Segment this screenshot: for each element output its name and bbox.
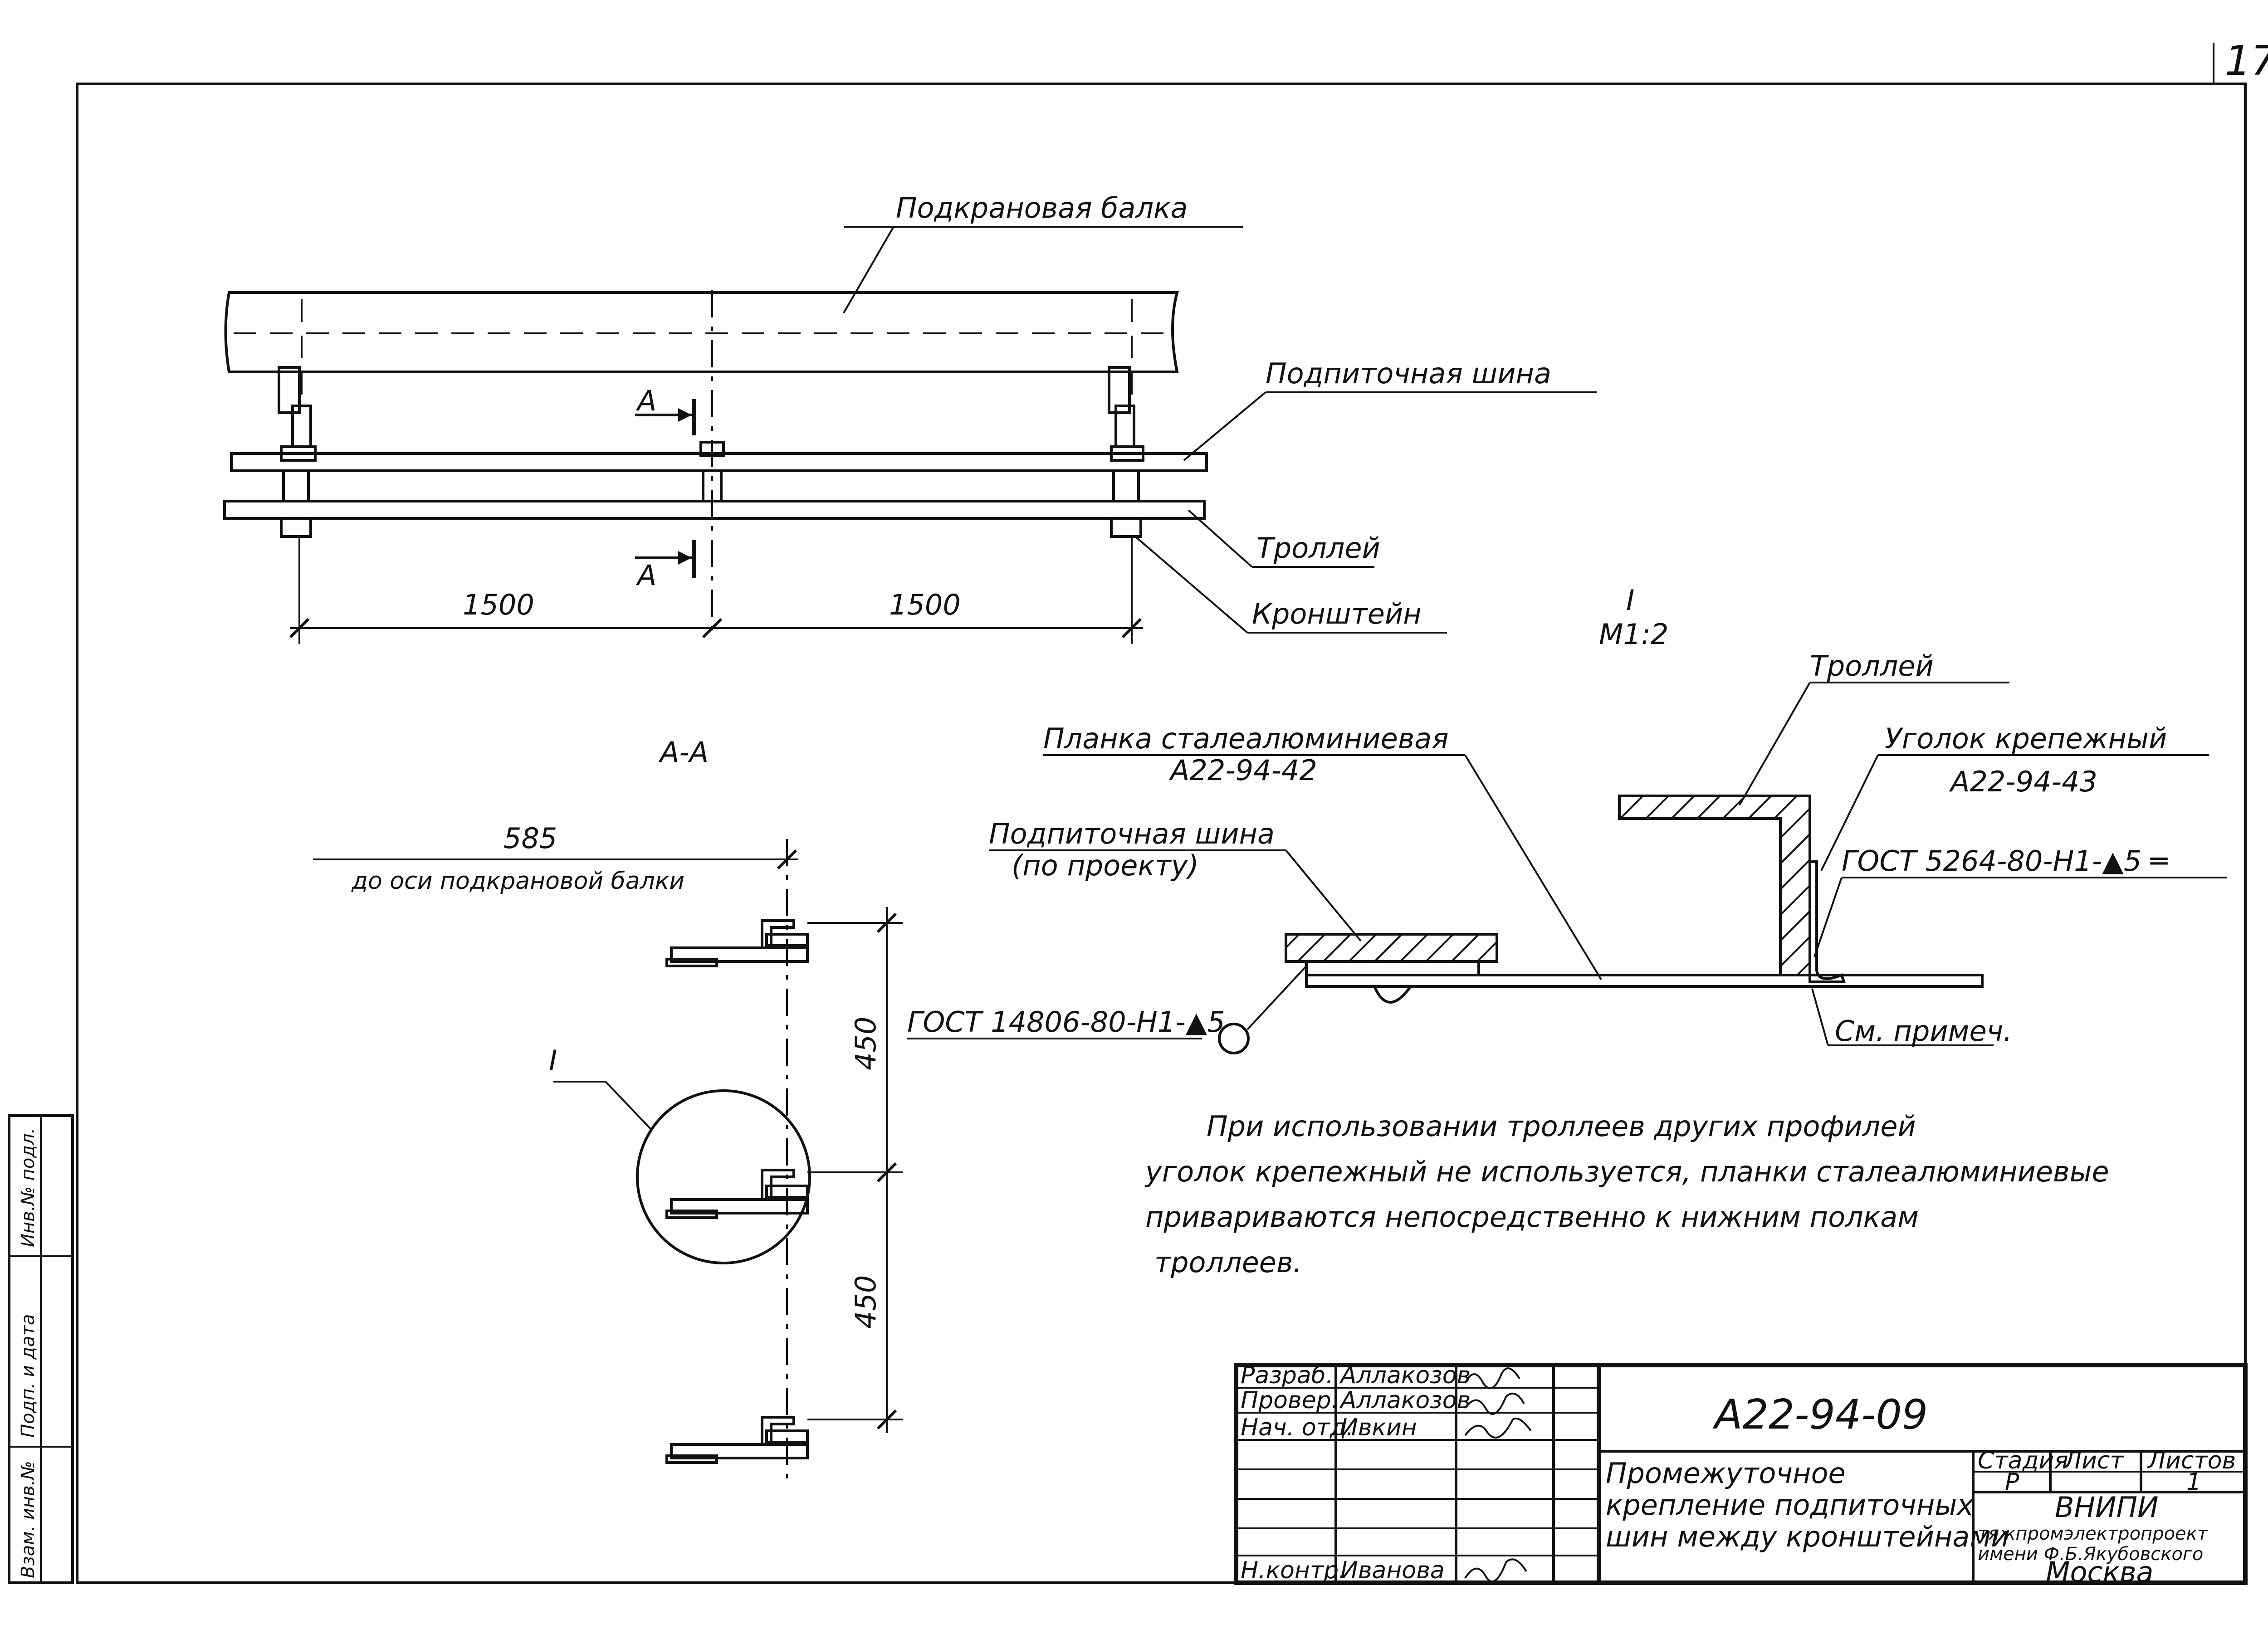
detail-feed-bus-note: (по проекту): [1012, 849, 1199, 882]
sheet-frame: [76, 83, 2247, 1584]
profile-top: [665, 919, 809, 967]
trolley-label: Троллей: [1256, 532, 1380, 565]
profile-middle: [665, 1169, 809, 1219]
doc-title-1: Промежуточное: [1606, 1457, 1846, 1490]
dim-left: 1500: [463, 588, 534, 621]
plate-label: Планка сталеалюминиевая: [1043, 722, 1449, 755]
tb-name-1: Аллакозов: [1339, 1387, 1471, 1414]
section-mark-bottom: А: [635, 559, 656, 592]
detail-scale: М1:2: [1599, 618, 1668, 651]
detail-trolley-label: Троллей: [1810, 649, 1934, 683]
note-line-1: При использовании троллеев других профил…: [1207, 1110, 1916, 1143]
weld-left: ГОСТ 14806-80-Н1-▲5: [907, 1005, 1225, 1039]
detail-view: I М1:2 Троллей Планка сталеалюминиевая А…: [907, 584, 2227, 1054]
tb-role-6: Н.контр.: [1241, 1557, 1346, 1584]
plate-code: А22-94-42: [1168, 754, 1317, 787]
doc-title-2: крепление подпиточных: [1606, 1488, 1974, 1522]
tb-name-0: Аллакозов: [1339, 1362, 1471, 1389]
side-label-2: Подп. и дата: [18, 1314, 39, 1438]
crane-beam-label: Подкрановая балка: [896, 191, 1188, 224]
offset-dim: 585: [503, 822, 557, 855]
dim-right: 1500: [889, 588, 961, 621]
tb-role-2: Нач. отд.: [1241, 1414, 1354, 1441]
side-label-3: Взам. инв.№: [18, 1461, 39, 1578]
spacing-top: 450: [849, 1017, 882, 1070]
feed-bus-section: [1285, 933, 1498, 963]
weld-right: ГОСТ 5264-80-Н1-▲5 ═: [1842, 844, 2168, 878]
doc-title-3: шин между кронштейнами: [1606, 1520, 2009, 1553]
plan-view: Подкрановая балка А А: [223, 191, 1597, 644]
detail-feed-bus-label: Подпиточная шина: [989, 817, 1275, 850]
bracket-right: [1108, 366, 1144, 538]
note-line-4: троллеев.: [1154, 1246, 1302, 1279]
org-line-1: ВНИПИ: [2055, 1491, 2159, 1524]
tb-name-6: Иванова: [1340, 1557, 1445, 1584]
bracket-label: Кронштейн: [1252, 597, 1422, 630]
clip-middle: [699, 441, 725, 502]
angle-label: Уголок крепежный: [1885, 722, 2167, 755]
detail-callout: I: [549, 1044, 557, 1077]
tb-role-1: Провер.: [1241, 1387, 1339, 1414]
side-label-1: Инв.№ подл.: [18, 1128, 39, 1247]
trolley-profile: [1618, 795, 1811, 976]
detail-title: I: [1626, 584, 1634, 617]
sheet-number: 17: [2225, 37, 2268, 85]
note-line-2: уголок крепежный не используется, планки…: [1144, 1155, 2109, 1188]
angle-clip: [1809, 860, 1846, 983]
sheet-header: Лист: [2063, 1447, 2124, 1474]
note-line-3: привариваются непосредственно к нижним п…: [1145, 1200, 1919, 1234]
spacing-bottom: 450: [849, 1275, 882, 1329]
org-line-4: Москва: [2046, 1556, 2154, 1589]
plate: [1305, 974, 1984, 988]
stage-header: Стадия: [1978, 1447, 2068, 1474]
bracket-left: [278, 366, 317, 538]
offset-note: до оси подкрановой балки: [351, 868, 684, 895]
note-block: При использовании троллеев других профил…: [1144, 1110, 2109, 1279]
title-block: Разраб. Аллакозов Провер. Аллакозов Нач.…: [1234, 1362, 2248, 1589]
org-line-3: имени Ф.Б.Якубовского: [1978, 1544, 2203, 1565]
tb-role-0: Разраб.: [1241, 1362, 1333, 1389]
stage-value: Р: [2005, 1468, 2019, 1496]
see-note: См. примеч.: [1835, 1015, 2012, 1048]
detail-circle: [636, 1089, 811, 1264]
side-strip: Инв.№ подл. Подп. и дата Взам. инв.№: [8, 1114, 74, 1584]
signatures: [1464, 1367, 1532, 1582]
crane-beam: [224, 291, 1179, 373]
angle-code: А22-94-43: [1949, 765, 2097, 798]
sheets-value: 1: [2186, 1468, 2201, 1496]
tb-name-2: Ивкин: [1340, 1414, 1417, 1441]
section-mark-top: А: [635, 384, 656, 417]
section-title: А-А: [658, 736, 709, 769]
section-view: А-А 585 до оси подкрановой балки: [313, 736, 903, 1478]
doc-code: А22-94-09: [1712, 1391, 1928, 1439]
profile-bottom: [665, 1416, 809, 1464]
org-line-2: тяжпромэлектропроект: [1978, 1523, 2209, 1544]
sheets-header: Листов: [2147, 1447, 2236, 1474]
feed-bus-label: Подпиточная шина: [1266, 357, 1551, 390]
trolley-bar: [223, 500, 1206, 520]
